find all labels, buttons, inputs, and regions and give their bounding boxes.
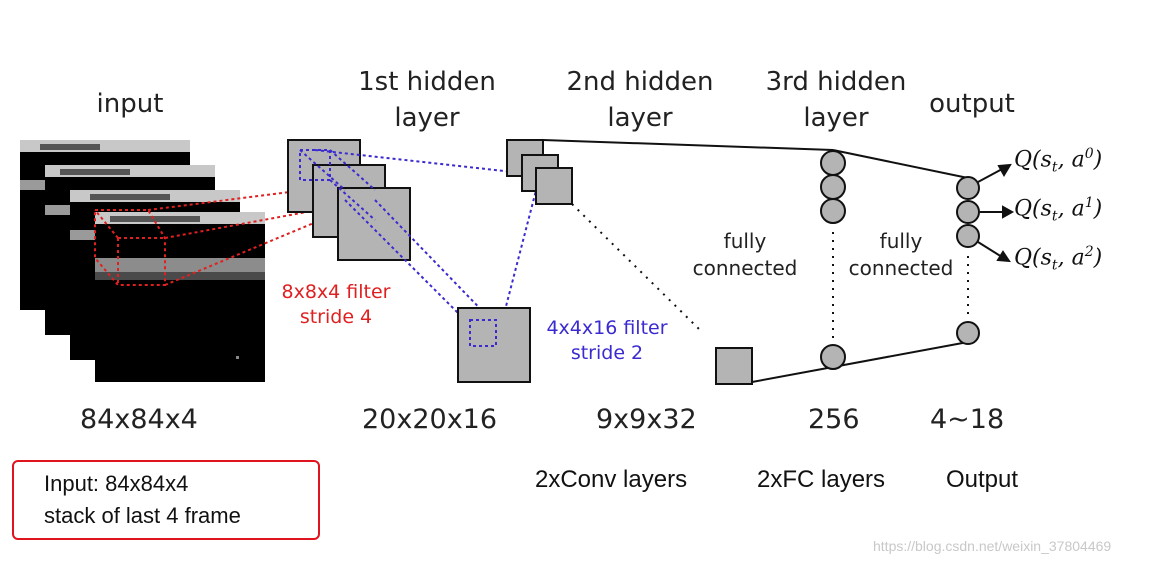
group-output-label: Output xyxy=(946,466,1019,493)
fc2-label-line1: fully xyxy=(879,229,923,253)
input-note-line2: stack of last 4 frame xyxy=(44,503,241,528)
dim-hidden2: 9x9x32 xyxy=(596,404,697,435)
q-output-1: Q(st, a1) xyxy=(1014,195,1103,225)
header-hidden2: 2nd hidden layer xyxy=(566,67,714,133)
fc1-label-line2: connected xyxy=(692,256,798,280)
header-output: output xyxy=(929,89,1015,119)
conv1-filter-size: 8x8x4 filter xyxy=(281,281,391,303)
hidden1-feature-maps xyxy=(287,139,411,261)
hidden3-neurons xyxy=(820,150,846,370)
fc1-label: fully connected xyxy=(680,228,810,282)
watermark: https://blog.csdn.net/weixin_37804469 xyxy=(873,538,1112,554)
input-frames xyxy=(20,140,265,382)
output-neurons xyxy=(956,176,980,345)
header-input: input xyxy=(96,89,164,119)
dim-hidden1: 20x20x16 xyxy=(362,404,498,435)
dim-hidden3: 256 xyxy=(808,404,860,435)
hidden2-last-map xyxy=(715,347,753,385)
header-hidden3: 3rd hidden layer xyxy=(765,67,907,133)
fc2-label-line2: connected xyxy=(848,256,954,280)
fc1-label-line1: fully xyxy=(723,229,767,253)
conv1-filter-label: 8x8x4 filter stride 4 xyxy=(256,280,416,330)
input-note-box: Input: 84x84x4 stack of last 4 frame xyxy=(12,460,320,540)
group-conv-label: 2xConv layers xyxy=(535,466,688,493)
fc-connections xyxy=(542,139,969,383)
conv1-filter-stride: stride 4 xyxy=(299,306,373,328)
dim-output: 4~18 xyxy=(930,404,1005,435)
group-fc-label: 2xFC layers xyxy=(757,466,886,493)
output-arrows xyxy=(977,163,1015,263)
q-output-2: Q(st, a2) xyxy=(1014,244,1103,274)
q-output-0: Q(st, a0) xyxy=(1014,146,1103,176)
conv2-filter-stride: stride 2 xyxy=(570,342,644,364)
fc2-label: fully connected xyxy=(836,228,966,282)
header-hidden1: 1st hidden layer xyxy=(358,67,496,133)
input-note-line1: Input: 84x84x4 xyxy=(44,471,189,496)
hidden2-feature-maps xyxy=(506,139,573,205)
conv2-filter-label: 4x4x16 filter stride 2 xyxy=(522,316,692,366)
hidden2-ellipsis xyxy=(571,203,701,331)
dim-input: 84x84x4 xyxy=(80,404,198,435)
conv2-filter-size: 4x4x16 filter xyxy=(546,317,668,339)
